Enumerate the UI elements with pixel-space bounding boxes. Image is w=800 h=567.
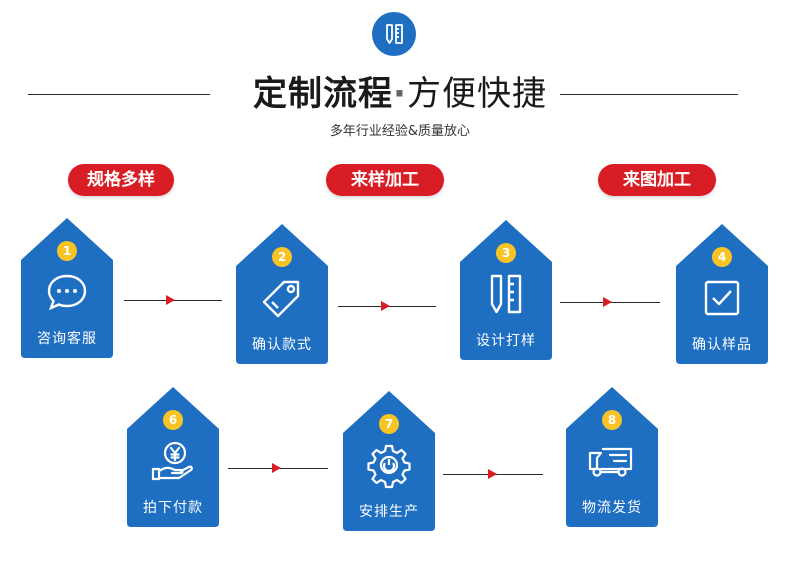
checkbox-icon	[698, 274, 746, 322]
step-label: 设计打样	[476, 333, 536, 349]
title-divider-right	[560, 94, 738, 95]
tag-sample-processing: 来样加工	[326, 164, 444, 196]
step-label: 物流发货	[582, 500, 642, 516]
step-label: 确认样品	[692, 337, 752, 353]
arrow-7-8	[488, 469, 497, 479]
step-card-confirm-sample: 4 确认样品	[676, 224, 768, 364]
arrow-1-2	[166, 295, 175, 305]
page-title: 定制流程·方便快捷	[253, 74, 547, 114]
arrow-2-3	[381, 301, 390, 311]
yen-hand-icon	[149, 437, 197, 485]
step-number-badge: 1	[57, 241, 77, 261]
chat-bubble-icon	[43, 268, 91, 316]
step-card-payment: 6 拍下付款	[127, 387, 219, 527]
step-card-confirm-style: 2 确认款式	[236, 224, 328, 364]
step-card-production: 7 安排生产	[343, 391, 435, 531]
arrow-6-7	[272, 463, 281, 473]
pencil-ruler-icon	[372, 12, 416, 56]
step-card-design-sample: 3 设计打样	[460, 220, 552, 360]
step-number-badge: 3	[496, 243, 516, 263]
tag-various-specs: 规格多样	[68, 164, 174, 196]
step-card-shipping: 8 物流发货	[566, 387, 658, 527]
pencil-ruler-icon	[482, 270, 530, 318]
delivery-truck-icon	[588, 437, 636, 485]
page-subtitle: 多年行业经验&质量放心	[329, 124, 471, 139]
step-number-badge: 7	[379, 414, 399, 434]
step-number-badge: 4	[712, 247, 732, 267]
step-label: 安排生产	[359, 504, 419, 520]
step-label: 拍下付款	[143, 500, 203, 516]
step-label: 咨询客服	[37, 331, 97, 347]
arrow-3-4	[603, 297, 612, 307]
gear-icon	[365, 441, 413, 489]
price-tag-icon	[258, 274, 306, 322]
step-label: 确认款式	[252, 337, 312, 353]
step-number-badge: 2	[272, 247, 292, 267]
step-number-badge: 6	[163, 410, 183, 430]
step-number-badge: 8	[602, 410, 622, 430]
title-divider-left	[28, 94, 210, 95]
tag-drawing-processing: 来图加工	[598, 164, 716, 196]
step-card-consult: 1 咨询客服	[21, 218, 113, 358]
